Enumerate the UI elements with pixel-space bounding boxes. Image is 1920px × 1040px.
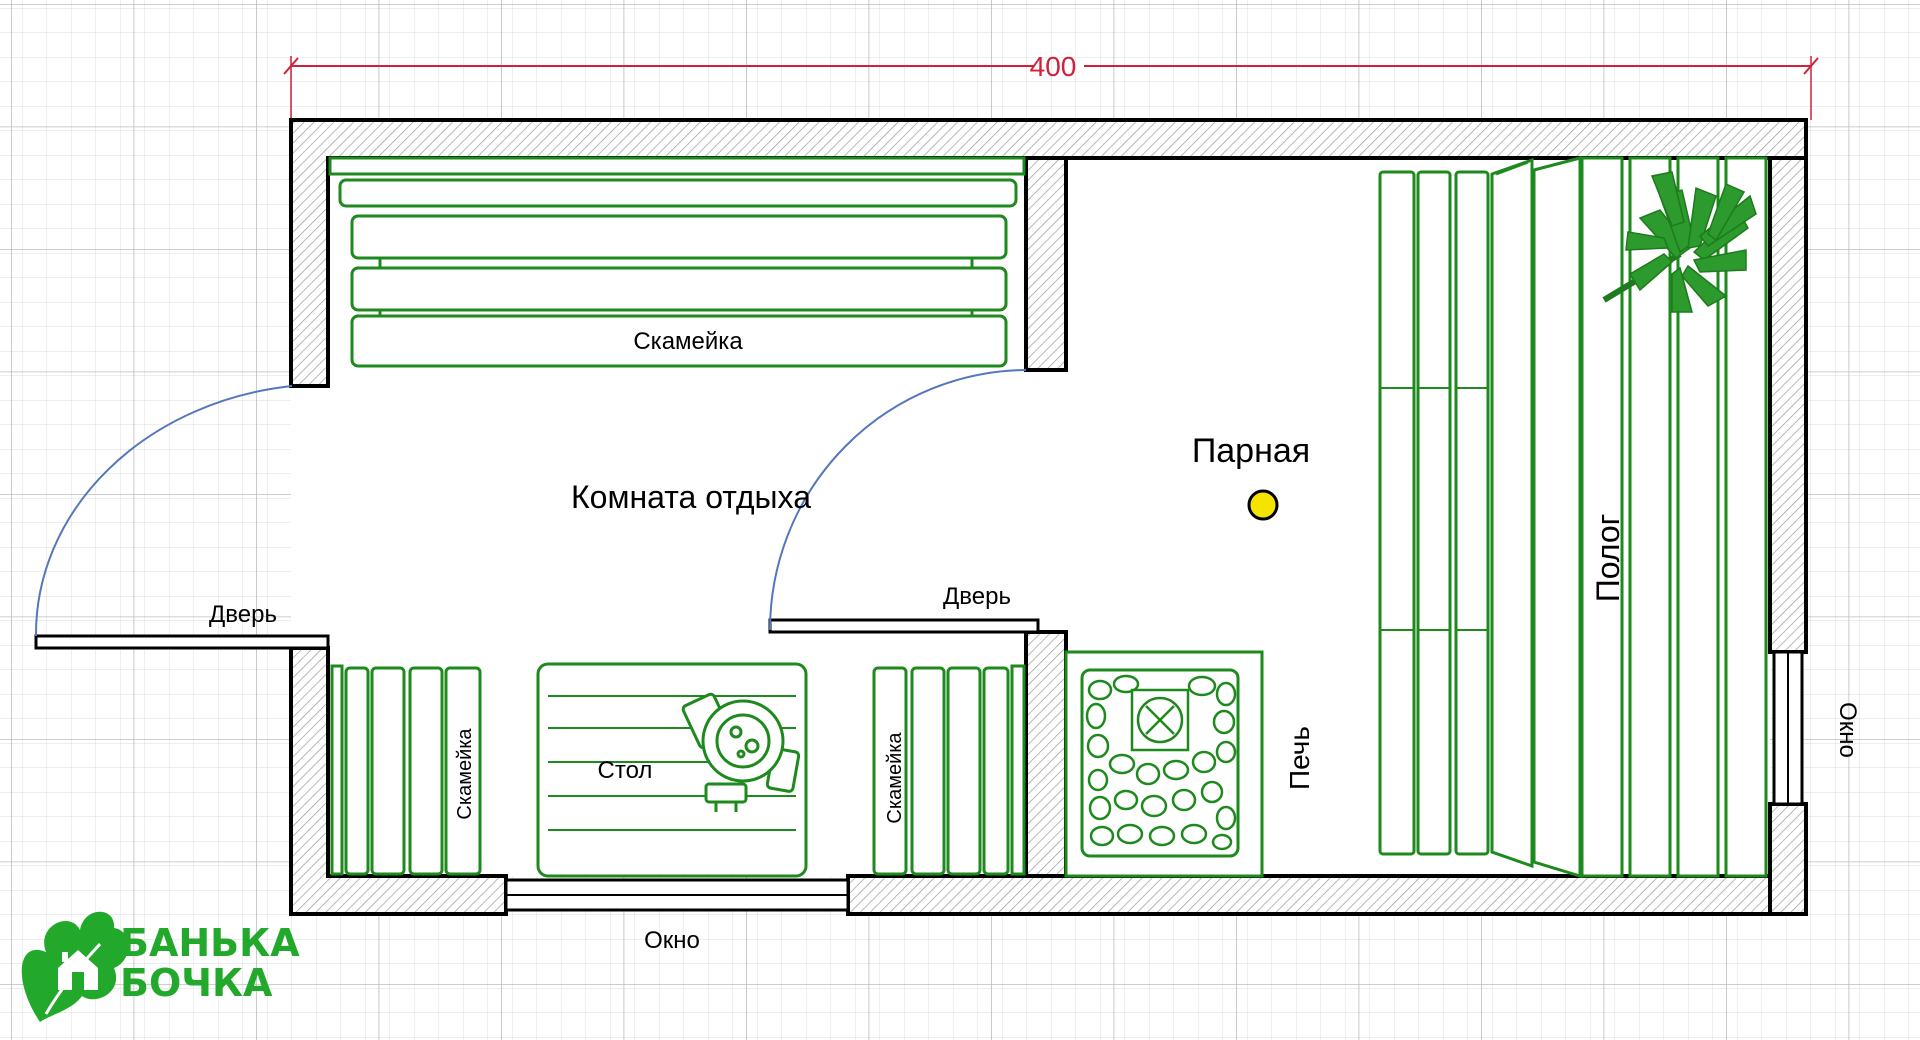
logo-line-2: БОЧКА	[120, 961, 273, 1005]
wall-partition-lower	[1024, 630, 1068, 878]
logo-line-1: БАНЬКА	[120, 921, 300, 965]
label-bench-right: Скамейка	[884, 732, 906, 824]
stove	[1064, 650, 1264, 878]
polog-shelves	[1378, 156, 1768, 879]
door-outer	[34, 385, 330, 650]
label-door-outer: Дверь	[209, 601, 277, 628]
wall-bottom-right	[846, 874, 1772, 916]
label-table: Стол	[598, 757, 653, 784]
label-stove: Печь	[1284, 726, 1315, 790]
label-window-bottom: Окно	[644, 927, 700, 954]
logo: БАНЬКА БОЧКА	[21, 911, 300, 1022]
label-rest-room: Комната отдыха	[571, 479, 811, 515]
lamp-marker	[1247, 489, 1279, 521]
label-bench-left: Скамейка	[454, 728, 476, 820]
door-opening-inner	[1026, 370, 1066, 632]
label-door-inner: Дверь	[943, 583, 1011, 610]
venik-icon	[1602, 171, 1757, 313]
dimension-label: 400	[1030, 51, 1077, 82]
label-polog: Полог	[1590, 514, 1626, 603]
leaf-house-icon	[21, 911, 129, 1022]
door-inner	[768, 369, 1040, 634]
dimension-line	[283, 56, 1819, 120]
wall-partition-upper	[1024, 156, 1068, 372]
bench-left	[330, 664, 482, 876]
window-bottom	[504, 878, 850, 912]
window-right	[1772, 650, 1804, 806]
wall-right-upper	[1768, 156, 1808, 654]
label-steam-room: Парная	[1192, 432, 1310, 470]
bench-top	[328, 156, 1026, 368]
door-opening-outer	[291, 386, 328, 648]
bench-right	[872, 664, 1026, 876]
wall-right-lower	[1768, 802, 1808, 916]
label-window-right: Окно	[1834, 702, 1861, 758]
label-bench-top: Скамейка	[633, 328, 743, 355]
round-table-icon	[681, 692, 801, 812]
